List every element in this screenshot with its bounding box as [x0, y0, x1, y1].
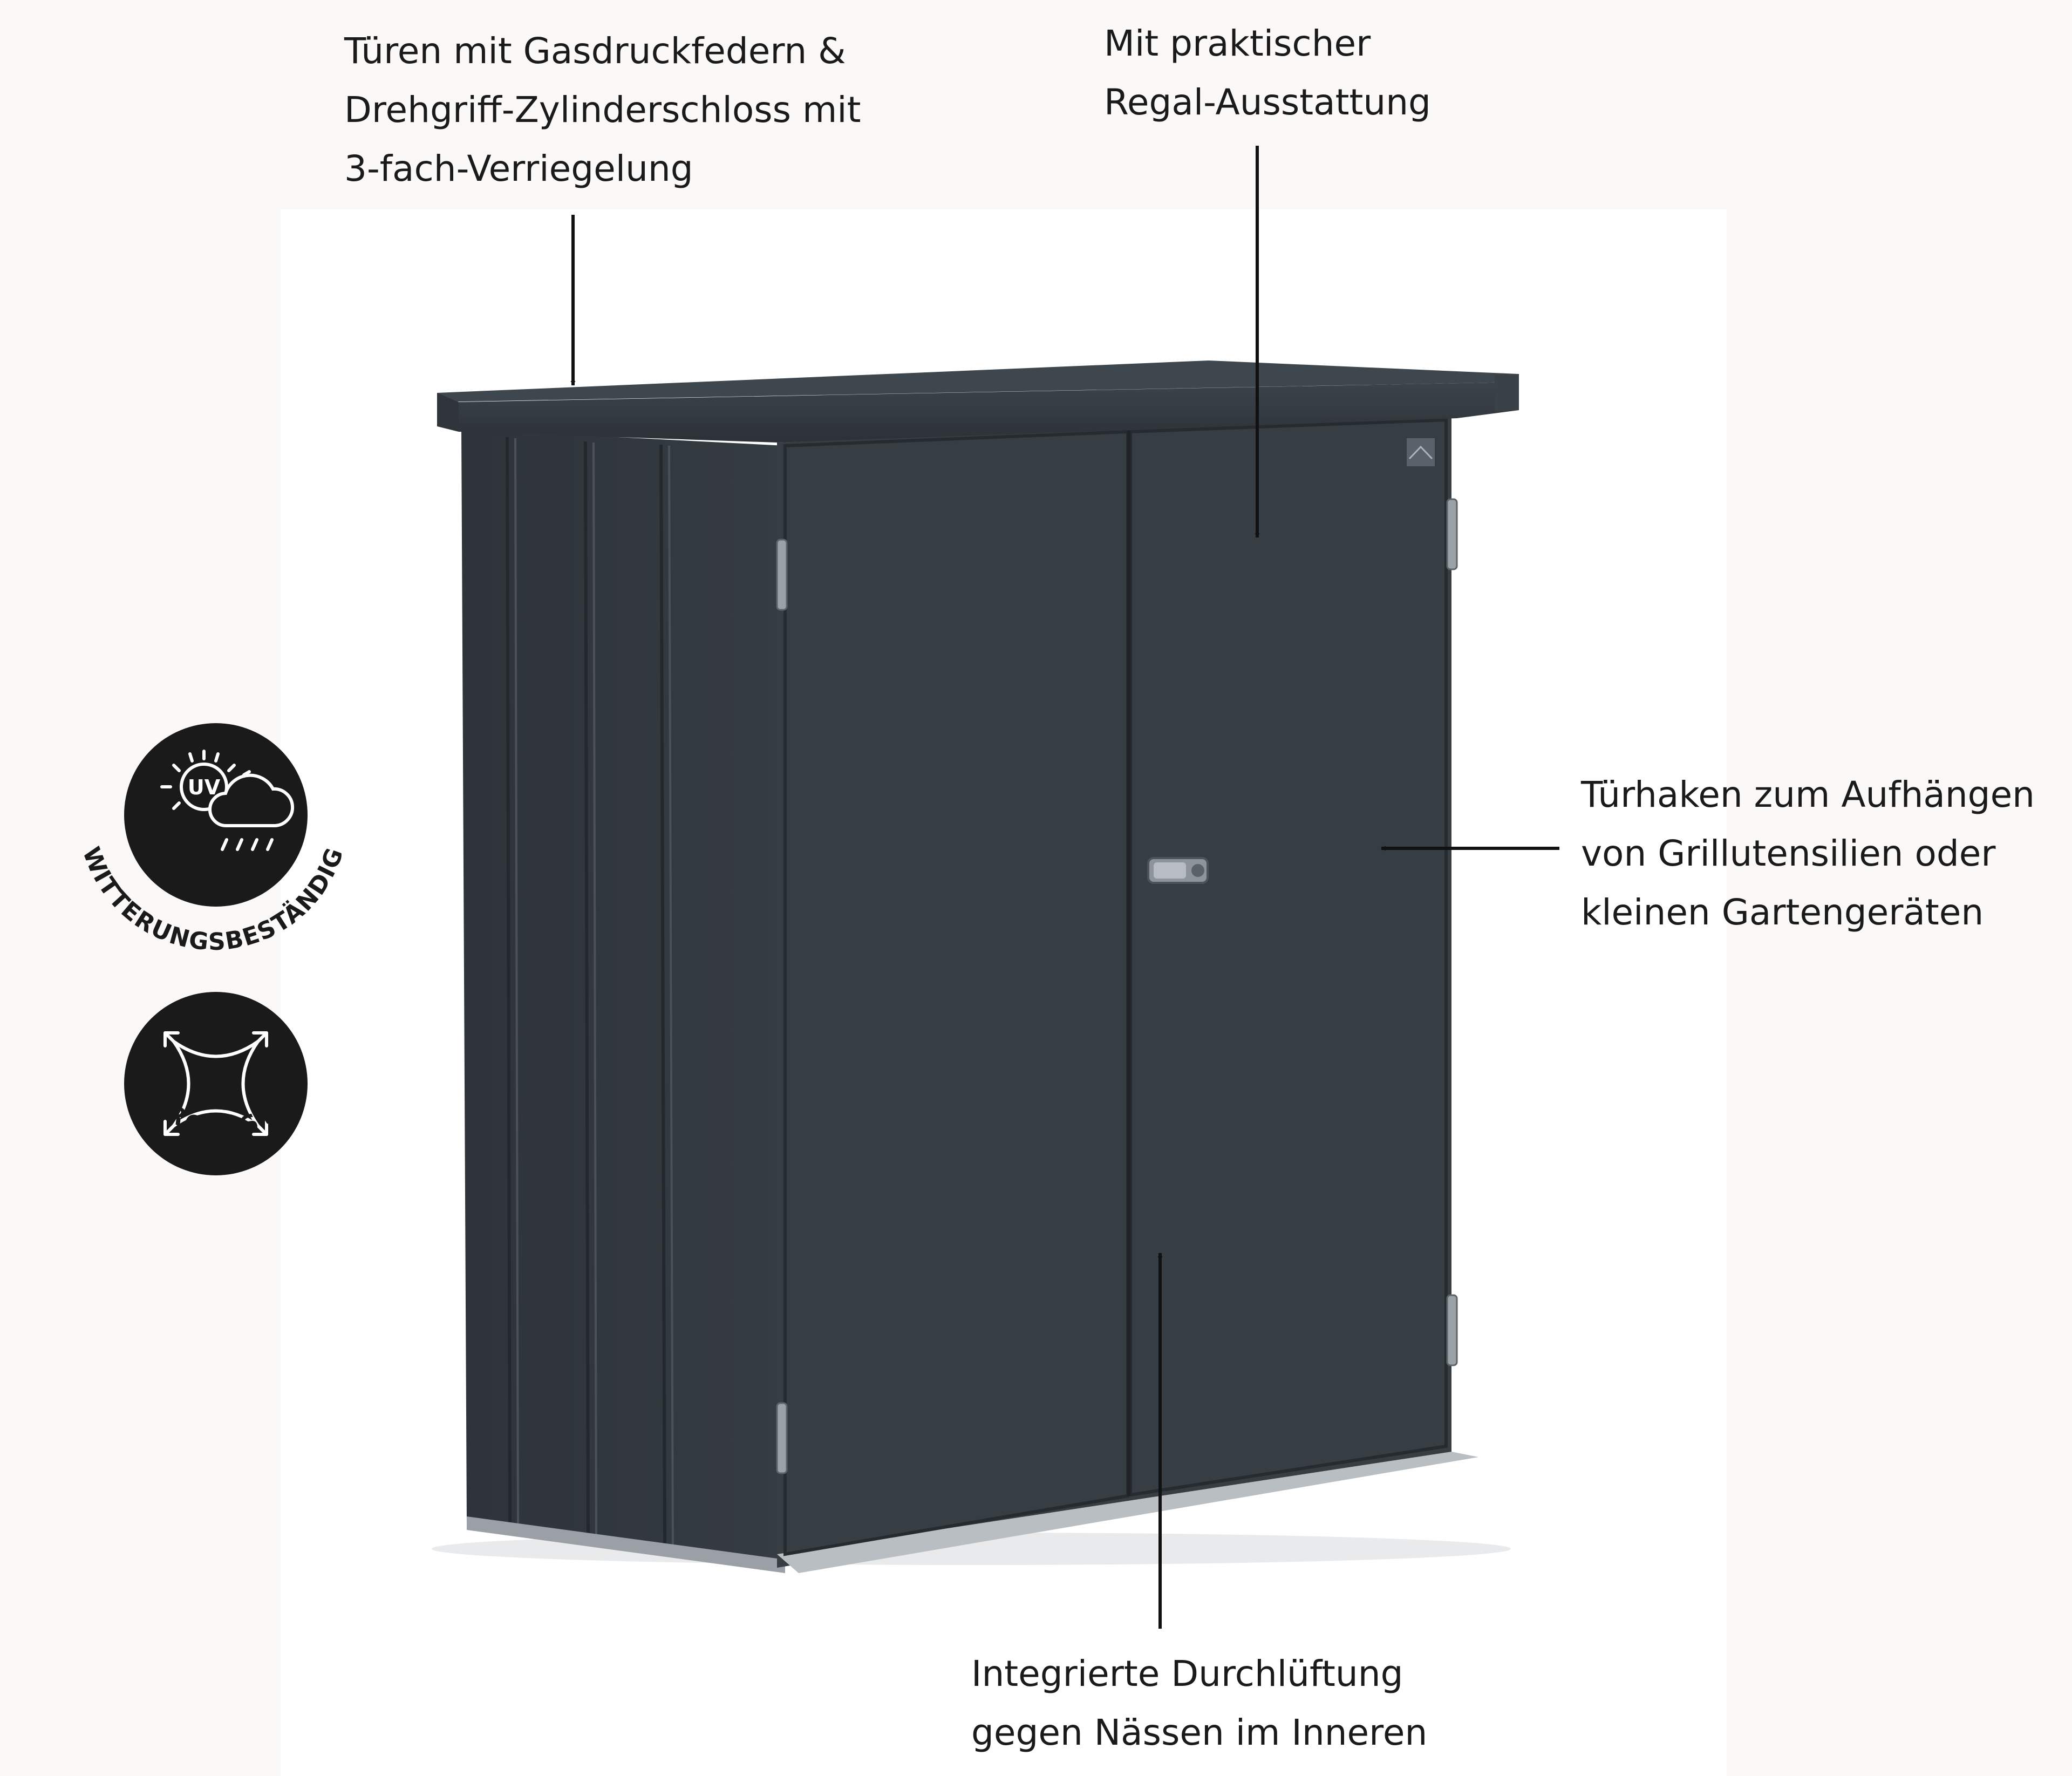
front-base — [777, 1452, 1478, 1573]
brand-plate — [1407, 438, 1435, 466]
uv-sun-cloud-rain-icon — [160, 750, 295, 851]
callout-ventilation-line-1: Integrierte Durchlüftung — [971, 1653, 1403, 1695]
callout-doors-line-1: Türen mit Gasdruckfedern & — [344, 30, 846, 72]
uv-icon-text: UV — [188, 775, 221, 799]
callout-hooks: Türhaken zum Aufhängen von Grillutensili… — [1581, 765, 2035, 942]
door-hinges — [776, 498, 1458, 1474]
callout-doors: Türen mit Gasdruckfedern & Drehgriff-Zyl… — [344, 22, 861, 198]
callout-doors-line-3: 3-fach-Verriegelung — [344, 148, 693, 189]
callout-doors-line-2: Drehgriff-Zylinderschloss mit — [344, 89, 861, 131]
cabinet-roof-right-cap — [1495, 374, 1519, 411]
callout-hooks-line-2: von Grillutensilien oder — [1581, 833, 1996, 874]
cabinet-roof-top — [437, 360, 1519, 402]
callout-shelving-line-1: Mit praktischer — [1104, 23, 1371, 64]
badge-weather: UV WITTERUNGSBESTÄNDIG — [77, 723, 348, 956]
callout-shelving-line-2: Regal-Ausstattung — [1104, 81, 1431, 123]
badge-robust-circle — [124, 992, 308, 1175]
callout-ventilation: Integrierte Durchlüftung gegen Nässen im… — [971, 1644, 1427, 1762]
callout-hooks-line-3: kleinen Gartengeräten — [1581, 892, 1984, 933]
side-base — [467, 1516, 785, 1573]
cabinet-side-panel — [461, 429, 785, 1570]
cabinet-roof-front — [459, 382, 1519, 443]
side-ribs — [506, 437, 666, 1552]
callout-ventilation-line-2: gegen Nässen im Inneren — [971, 1712, 1428, 1753]
door-handle — [1147, 857, 1209, 884]
callout-hooks-line-1: Türhaken zum Aufhängen — [1581, 774, 2035, 815]
callout-shelving: Mit praktischer Regal-Ausstattung — [1104, 14, 1431, 132]
expand-arrows-icon — [163, 1031, 268, 1136]
callout-arrows — [570, 146, 1559, 1629]
door-left — [783, 430, 1129, 1556]
badge-robust: ROBUST — [124, 992, 308, 1175]
storage-cabinet — [432, 360, 1519, 1573]
door-right — [1129, 418, 1448, 1497]
cabinet-roof-left-edge — [437, 393, 459, 432]
